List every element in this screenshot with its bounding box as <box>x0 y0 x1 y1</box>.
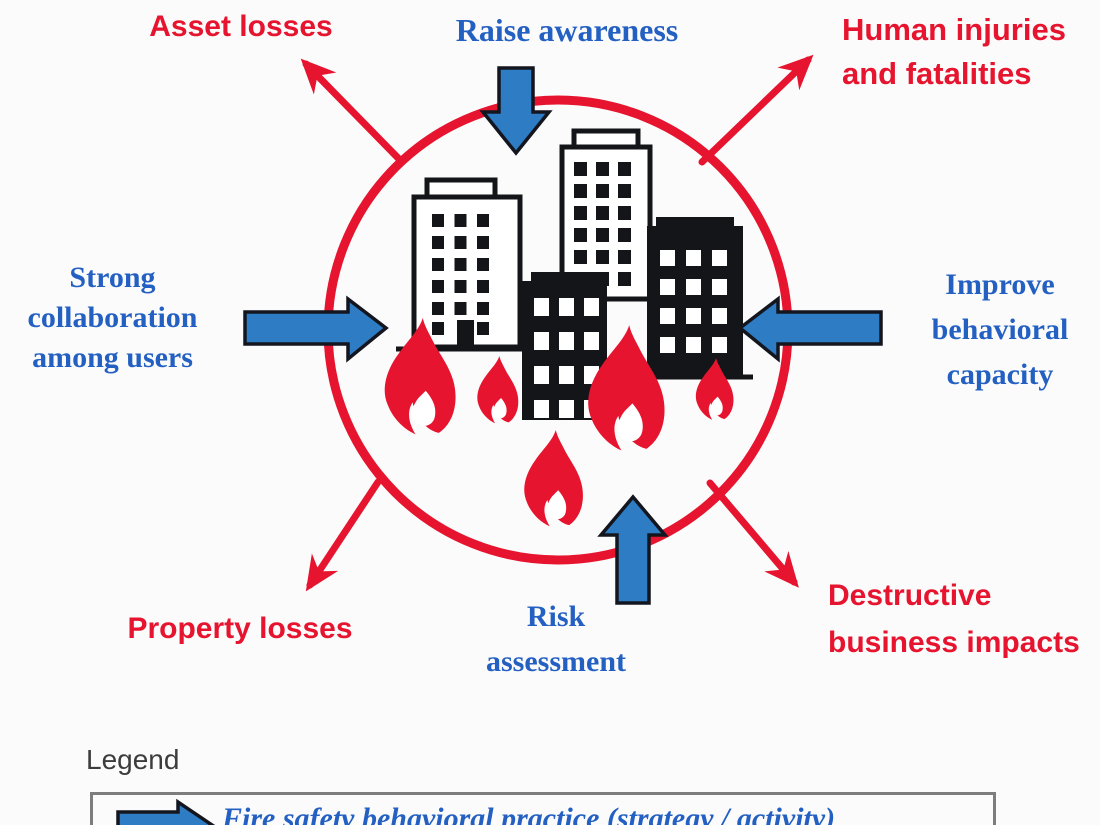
arrow-to-property-losses <box>305 478 382 592</box>
legend-title: Legend <box>86 744 180 775</box>
label-risk-assessment: Risk assessment <box>486 600 626 678</box>
label-improve-capacity: Improve behavioral capacity <box>931 268 1069 391</box>
label-strong-collaboration: Strong collaboration among users <box>27 261 198 374</box>
legend-item-label: Fire safety behavioral practice (strateg… <box>222 802 836 825</box>
arrow-to-asset-losses <box>300 58 404 164</box>
arrow-risk-assessment <box>597 494 669 605</box>
building-windows <box>432 320 489 348</box>
building-roof <box>424 177 498 200</box>
legend-box <box>90 792 996 825</box>
legend-blue-arrow-symbol <box>116 798 216 825</box>
label-business-impacts: Destructive business impacts <box>828 579 1080 659</box>
burning-buildings-icon <box>396 128 753 420</box>
building-windows <box>660 250 727 353</box>
building-windows <box>534 298 599 418</box>
label-human-injuries: Human injuries and fatalities <box>842 12 1066 91</box>
arrow-strong-collaboration <box>243 295 389 363</box>
building-door <box>457 320 474 348</box>
arrow-raise-awareness <box>479 66 553 156</box>
building-windows <box>432 214 489 315</box>
label-property-losses: Property losses <box>127 612 353 645</box>
arrow-to-business-impacts <box>706 479 799 588</box>
label-raise-awareness: Raise awareness <box>455 12 679 48</box>
arrow-to-human-injuries <box>698 54 814 166</box>
strategy-arrows <box>116 66 883 825</box>
consequence-arrows <box>300 54 814 592</box>
arrow-improve-capacity <box>737 295 883 363</box>
label-asset-losses: Asset losses <box>149 10 333 43</box>
